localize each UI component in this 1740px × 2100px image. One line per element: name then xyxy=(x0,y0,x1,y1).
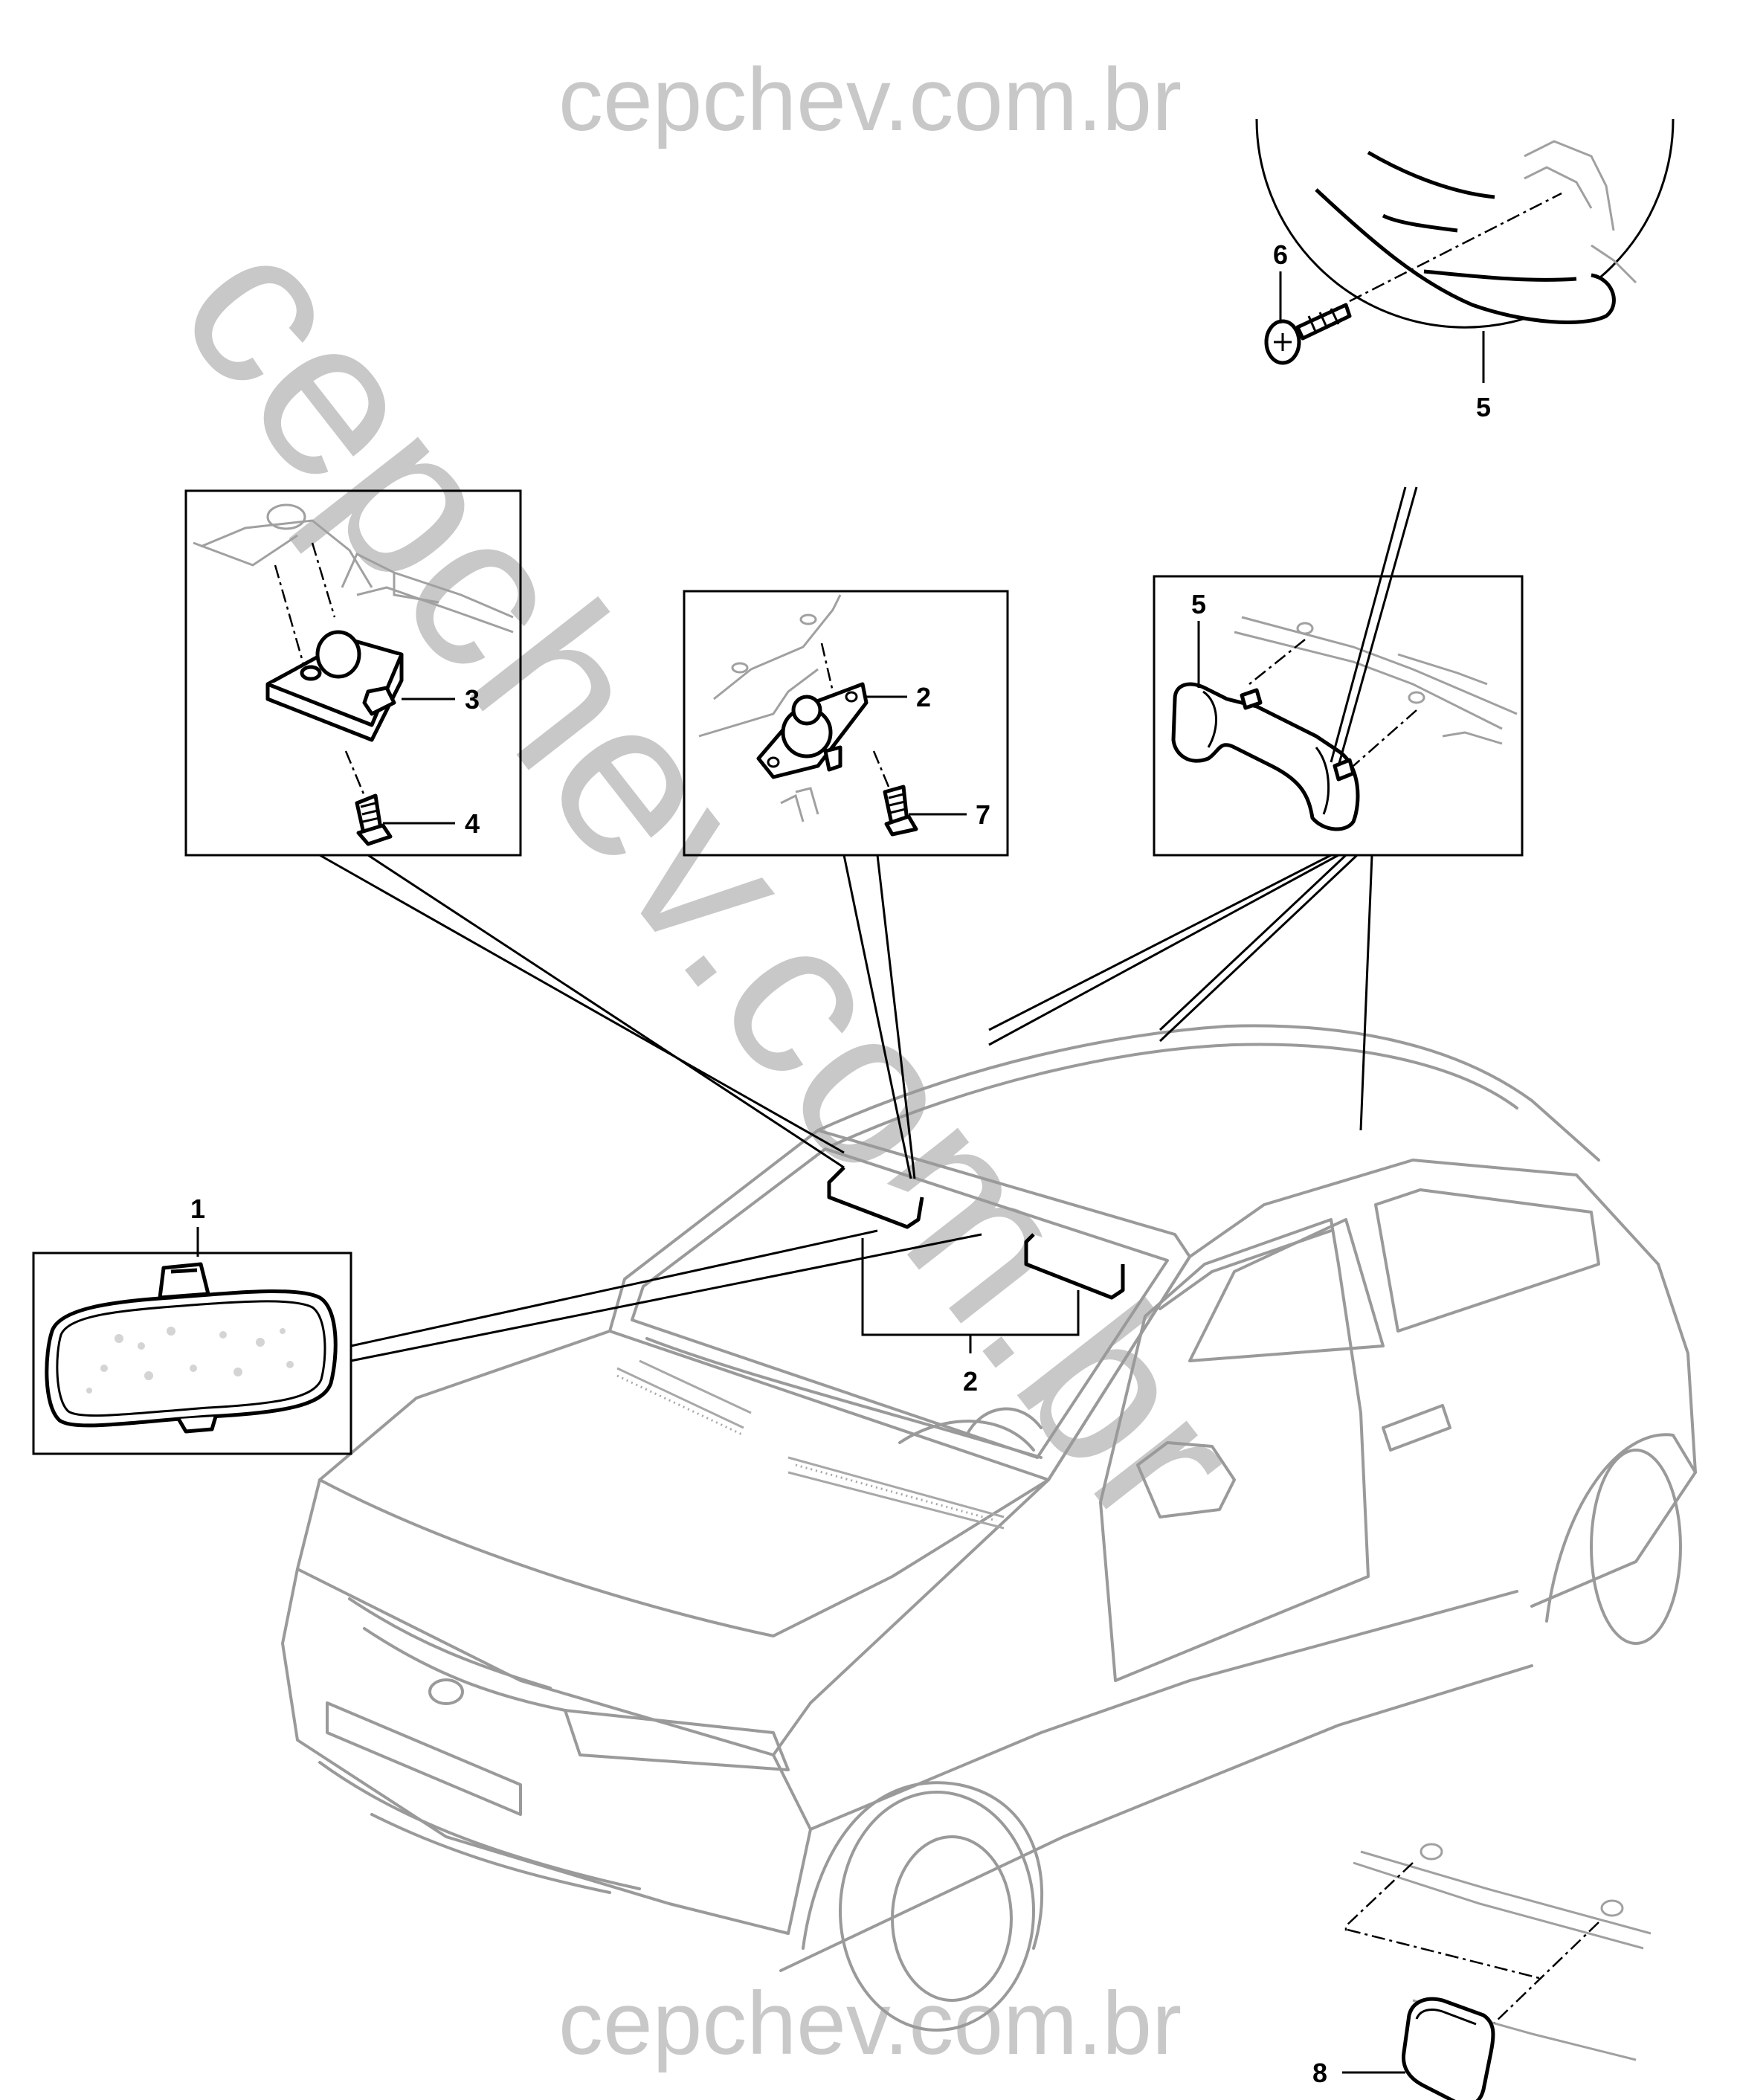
cover-8-assembly xyxy=(1344,1843,1652,2100)
detail-circle xyxy=(1255,118,1675,365)
callout-2-lamp: 2 xyxy=(916,682,931,712)
lamp-box xyxy=(683,590,1009,857)
callout-3: 3 xyxy=(465,684,480,715)
leader-lamp-b xyxy=(876,854,916,1179)
callout-5-box: 5 xyxy=(1191,589,1206,619)
leader-visor-a xyxy=(319,854,845,1154)
visor-clip-box xyxy=(184,489,522,857)
interior-mirror xyxy=(45,1262,338,1434)
callout-5-circle: 5 xyxy=(1476,392,1491,422)
callout-6: 6 xyxy=(1273,239,1288,270)
leader-handle-e xyxy=(1359,854,1373,1131)
visor-clip-assembly xyxy=(193,503,514,846)
leader-visor-b xyxy=(367,854,845,1169)
visors-on-car xyxy=(827,1166,1125,1300)
watermark-top: cepchev.com.br xyxy=(558,50,1182,149)
watermark-bottom: cepchev.com.br xyxy=(558,1974,1182,2073)
leader-mirror-b xyxy=(350,1233,982,1362)
mirror-box xyxy=(32,1252,352,1455)
callout-1: 1 xyxy=(190,1194,205,1224)
grab-handle-assembly xyxy=(1171,616,1518,831)
callout-8: 8 xyxy=(1312,2058,1327,2088)
callout-7: 7 xyxy=(976,799,990,830)
callout-4: 4 xyxy=(465,808,480,839)
leader-lamp-a xyxy=(842,854,912,1179)
leader-mirror-a xyxy=(350,1229,878,1347)
callout-2-bottom: 2 xyxy=(963,1366,978,1397)
leader-circle-a xyxy=(1330,486,1407,763)
leader-handle-d xyxy=(1159,854,1359,1043)
leader-circle-b xyxy=(1337,486,1418,767)
dome-lamp-assembly xyxy=(698,594,918,837)
leader-handle-c xyxy=(1159,854,1347,1031)
leader-handle-a xyxy=(988,854,1332,1031)
leader-handle-b xyxy=(988,854,1339,1046)
car-outline xyxy=(281,1024,1697,2032)
